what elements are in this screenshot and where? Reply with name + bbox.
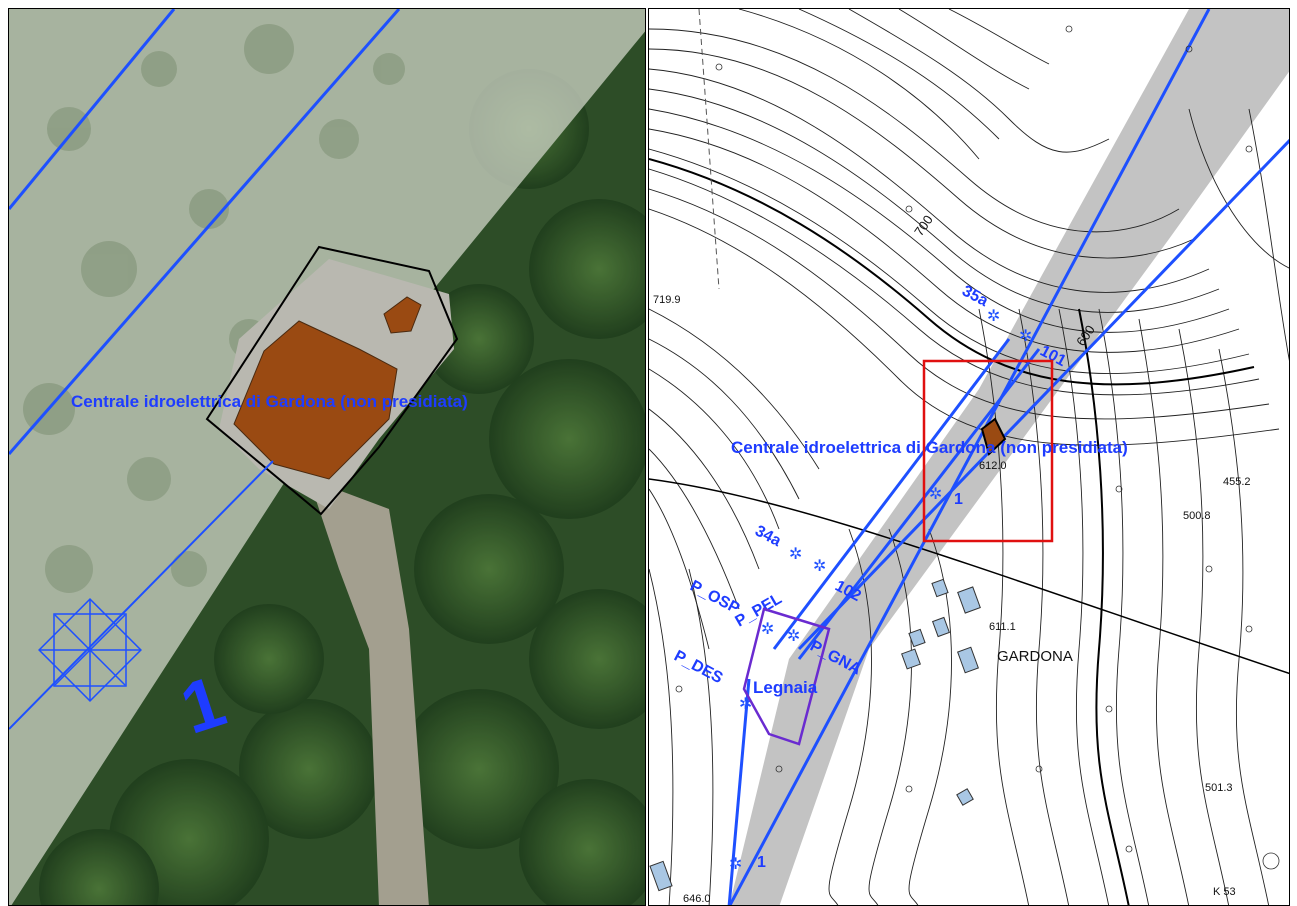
svg-text:✲: ✲ <box>813 556 826 575</box>
elevation-label: 719.9 <box>653 294 681 306</box>
svg-text:✲: ✲ <box>789 544 802 563</box>
svg-text:✲: ✲ <box>761 619 774 638</box>
corridor-band <box>729 9 1289 905</box>
line-label-1b: 1 <box>757 854 766 871</box>
station-building <box>980 417 1007 456</box>
tower-markers: ✲ ✲ ✲ ✲ ✲ ✲ ✲ ✲ ✲ <box>729 306 1032 873</box>
town-label: GARDONA <box>997 648 1073 665</box>
power-station-building <box>233 320 398 480</box>
svg-text:✲: ✲ <box>987 306 1000 325</box>
area-label: Legnaia <box>753 678 818 697</box>
elevation-label: 500.8 <box>1183 510 1211 522</box>
road <box>649 478 1289 675</box>
topographic-map: ✲✲ ✲✲ ✲ ✲✲ ✲✲ 35a 101 34a 102 1 1 P_OSP … <box>649 9 1289 905</box>
power-line-b <box>9 9 401 455</box>
highlight-box <box>922 359 1054 543</box>
spot-markers <box>675 25 1280 870</box>
elevation-label: 455.2 <box>1223 476 1251 488</box>
facility-boundary <box>205 245 459 516</box>
power-line-c <box>9 460 274 730</box>
buffer-zone <box>9 9 645 905</box>
elevation-label: 611.1 <box>989 621 1016 633</box>
index-contours <box>649 158 1255 905</box>
aerial-map: 1 Centrale idroelettrica di Gardona (non… <box>9 9 645 905</box>
svg-text:✲: ✲ <box>787 626 800 645</box>
small-building <box>383 296 422 334</box>
tree-canopy <box>39 69 645 905</box>
power-lines <box>727 9 1289 905</box>
elevation-label: 646.0 <box>683 893 711 905</box>
access-road <box>309 479 429 905</box>
elevation-label: 501.3 <box>1205 782 1233 794</box>
legnaia-area <box>742 607 831 746</box>
facility-label: Centrale idroelettrica di Gardona (non p… <box>71 392 468 411</box>
svg-text:✲: ✲ <box>739 694 752 713</box>
contour-lines <box>649 9 1289 905</box>
elevation-label: K 53 <box>1213 886 1236 898</box>
facility-label: Centrale idroelettrica di Gardona (non p… <box>731 438 1128 457</box>
power-line-a <box>9 9 176 210</box>
aerial-map-panel[interactable]: 1 Centrale idroelettrica di Gardona (non… <box>8 8 646 906</box>
path-dashed <box>698 9 720 290</box>
pylon-star-icon <box>38 598 142 702</box>
svg-text:✲: ✲ <box>729 854 742 873</box>
houses <box>649 578 981 892</box>
elevation-label: 612.0 <box>979 460 1007 472</box>
svg-text:✲: ✲ <box>1019 326 1032 345</box>
svg-text:✲: ✲ <box>929 484 942 503</box>
line-label-1a: 1 <box>954 491 963 508</box>
topographic-map-panel[interactable]: ✲✲ ✲✲ ✲ ✲✲ ✲✲ 35a 101 34a 102 1 1 P_OSP … <box>648 8 1290 906</box>
